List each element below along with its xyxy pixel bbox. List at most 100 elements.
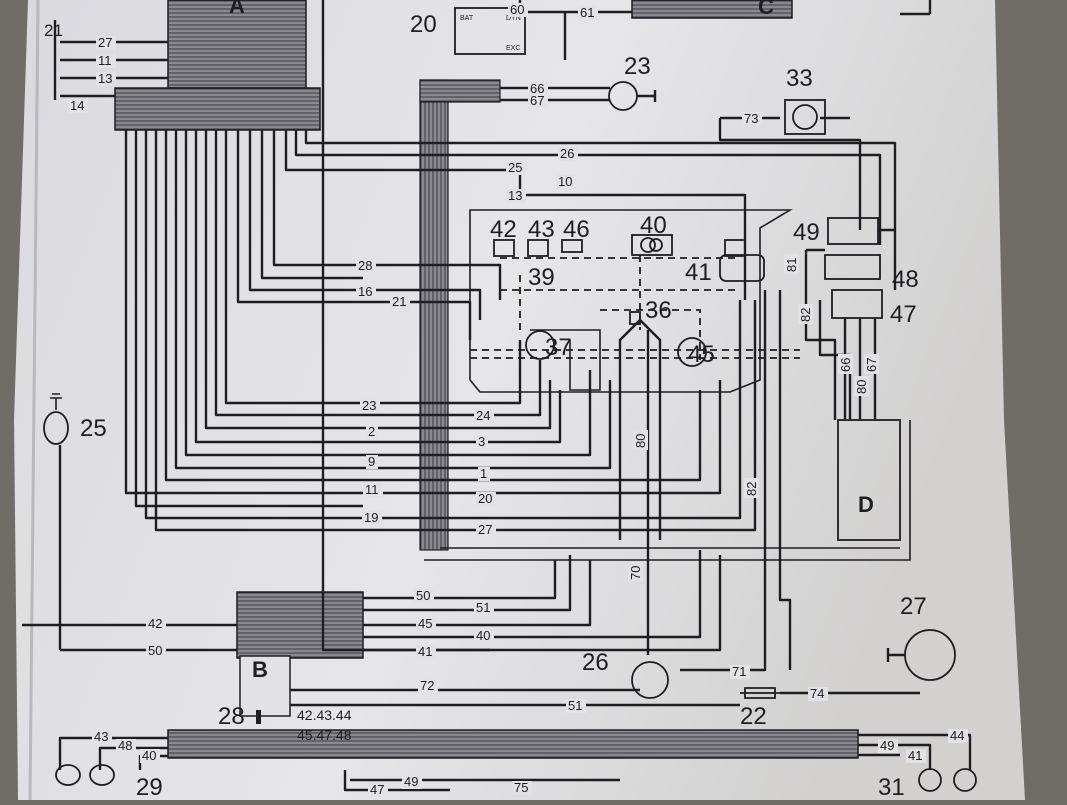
wire-label-w41a: 41 bbox=[418, 644, 432, 659]
block-a bbox=[167, 0, 307, 89]
wire-label-bg bbox=[418, 679, 438, 693]
wire-label-bg bbox=[474, 629, 494, 643]
wire-label-bg bbox=[906, 749, 926, 763]
wire-label-bg bbox=[366, 455, 378, 469]
wire-label-w19: 19 bbox=[364, 510, 378, 525]
wire-label-w2: 2 bbox=[368, 424, 375, 439]
wire-label-w49a: 49 bbox=[880, 738, 894, 753]
wire-label-w20: 20 bbox=[478, 491, 492, 506]
wire-label-w48: 48 bbox=[118, 738, 132, 753]
wire-label-w14a: 14 bbox=[70, 98, 84, 113]
label-22: 22 bbox=[740, 703, 767, 730]
wire-label-w47: 47 bbox=[370, 782, 384, 797]
wire-label-w9: 9 bbox=[368, 454, 375, 469]
ground-27 bbox=[886, 648, 905, 662]
wire-label-bg bbox=[96, 72, 116, 86]
wire-label-bg bbox=[838, 354, 853, 374]
wire-label-bg bbox=[528, 82, 548, 96]
wire-label-w67b: 67 bbox=[864, 358, 879, 372]
fuse-22 bbox=[740, 687, 780, 699]
wire-label-bg bbox=[416, 645, 436, 659]
block-b-label: B bbox=[252, 657, 268, 682]
label-42: 42 bbox=[490, 216, 517, 243]
block-d bbox=[837, 419, 901, 541]
wire-labels: 2711131466676173262510132816218182668067… bbox=[68, 2, 968, 797]
vertical-duct bbox=[419, 79, 449, 551]
instrument-panel bbox=[469, 209, 800, 540]
vertical-wires bbox=[646, 290, 792, 672]
wire-label-bg bbox=[742, 112, 762, 126]
wire-label-bg bbox=[878, 739, 898, 753]
label-23: 23 bbox=[624, 53, 651, 80]
wire-label-bg bbox=[566, 699, 586, 713]
label-27: 27 bbox=[900, 593, 927, 620]
wire-label-w13b: 13 bbox=[508, 188, 522, 203]
wire-label-bg bbox=[730, 665, 750, 679]
wire-label-bg bbox=[360, 399, 380, 413]
wire-label-bg bbox=[390, 295, 410, 309]
label-21: 21 bbox=[44, 21, 63, 40]
ground-25 bbox=[50, 393, 62, 410]
wire-label-w27b: 27 bbox=[478, 522, 492, 537]
label-41: 41 bbox=[685, 259, 712, 286]
wire-label-w26: 26 bbox=[560, 146, 574, 161]
wire-label-bg bbox=[146, 644, 166, 658]
fan-33 bbox=[784, 99, 826, 135]
connector-26 bbox=[631, 661, 669, 699]
label-46: 46 bbox=[563, 216, 590, 243]
wire-label-w50a: 50 bbox=[416, 588, 430, 603]
wire-label-bg bbox=[578, 6, 598, 20]
wire-label-bg bbox=[416, 617, 436, 631]
wire-label-w82b: 82 bbox=[744, 482, 759, 496]
wire-label-w74: 74 bbox=[810, 686, 824, 701]
block-b bbox=[236, 591, 364, 659]
duct-top bbox=[419, 79, 501, 103]
label-39: 39 bbox=[528, 264, 555, 291]
wire-label-w40b: 40 bbox=[142, 748, 156, 763]
battery-terminal-exc: EXC bbox=[506, 45, 520, 52]
wire-label-w80b: 80 bbox=[633, 434, 648, 448]
block-c bbox=[631, 0, 793, 19]
wire-label-bg bbox=[356, 259, 376, 273]
wire-label-bg bbox=[92, 730, 112, 744]
wire-label-bg bbox=[633, 430, 648, 450]
wire-label-bg bbox=[356, 285, 376, 299]
b-group-2: 45.47.48 bbox=[297, 727, 352, 743]
lamp-31a bbox=[918, 768, 942, 792]
label-47: 47 bbox=[890, 301, 917, 328]
wire-label-w27a: 27 bbox=[98, 35, 112, 50]
page-fold bbox=[28, 0, 40, 801]
wire-label-bg bbox=[474, 601, 494, 615]
wire-label-bg bbox=[140, 749, 160, 763]
wire-label-bg bbox=[948, 729, 968, 743]
lamp-29a bbox=[55, 764, 81, 786]
block-a-lower bbox=[114, 87, 321, 131]
wire-label-bg bbox=[368, 783, 388, 797]
label-43: 43 bbox=[528, 216, 555, 243]
wire-label-w24: 24 bbox=[476, 408, 490, 423]
lamp-31b bbox=[953, 768, 977, 792]
relay-group bbox=[804, 217, 895, 420]
wire-label-bg bbox=[478, 467, 490, 481]
wire-label-bg bbox=[808, 687, 828, 701]
component-labels: 20 21 22 23 25 26 27 28 29 31 33 36 37 3… bbox=[44, 11, 927, 801]
wire-label-w45: 45 bbox=[418, 616, 432, 631]
wire-label-w41b: 41 bbox=[908, 748, 922, 763]
wire-label-w16: 16 bbox=[358, 284, 372, 299]
wire-label-w81: 81 bbox=[784, 258, 799, 272]
wire-label-bg bbox=[628, 562, 643, 582]
label-26: 26 bbox=[582, 649, 609, 676]
label-49: 49 bbox=[793, 219, 820, 246]
wire-label-bg bbox=[476, 523, 496, 537]
wire-label-bg bbox=[402, 775, 422, 789]
wire-label-w1: 1 bbox=[480, 466, 487, 481]
wire-label-w51a: 51 bbox=[476, 600, 490, 615]
wire-label-bg bbox=[528, 94, 548, 108]
wire-label-bg bbox=[506, 161, 526, 175]
wire-label-w40: 40 bbox=[476, 628, 490, 643]
label-36: 36 bbox=[645, 297, 672, 324]
b-group-1: 42.43.44 bbox=[297, 707, 352, 723]
wire-label-bg bbox=[864, 354, 879, 374]
